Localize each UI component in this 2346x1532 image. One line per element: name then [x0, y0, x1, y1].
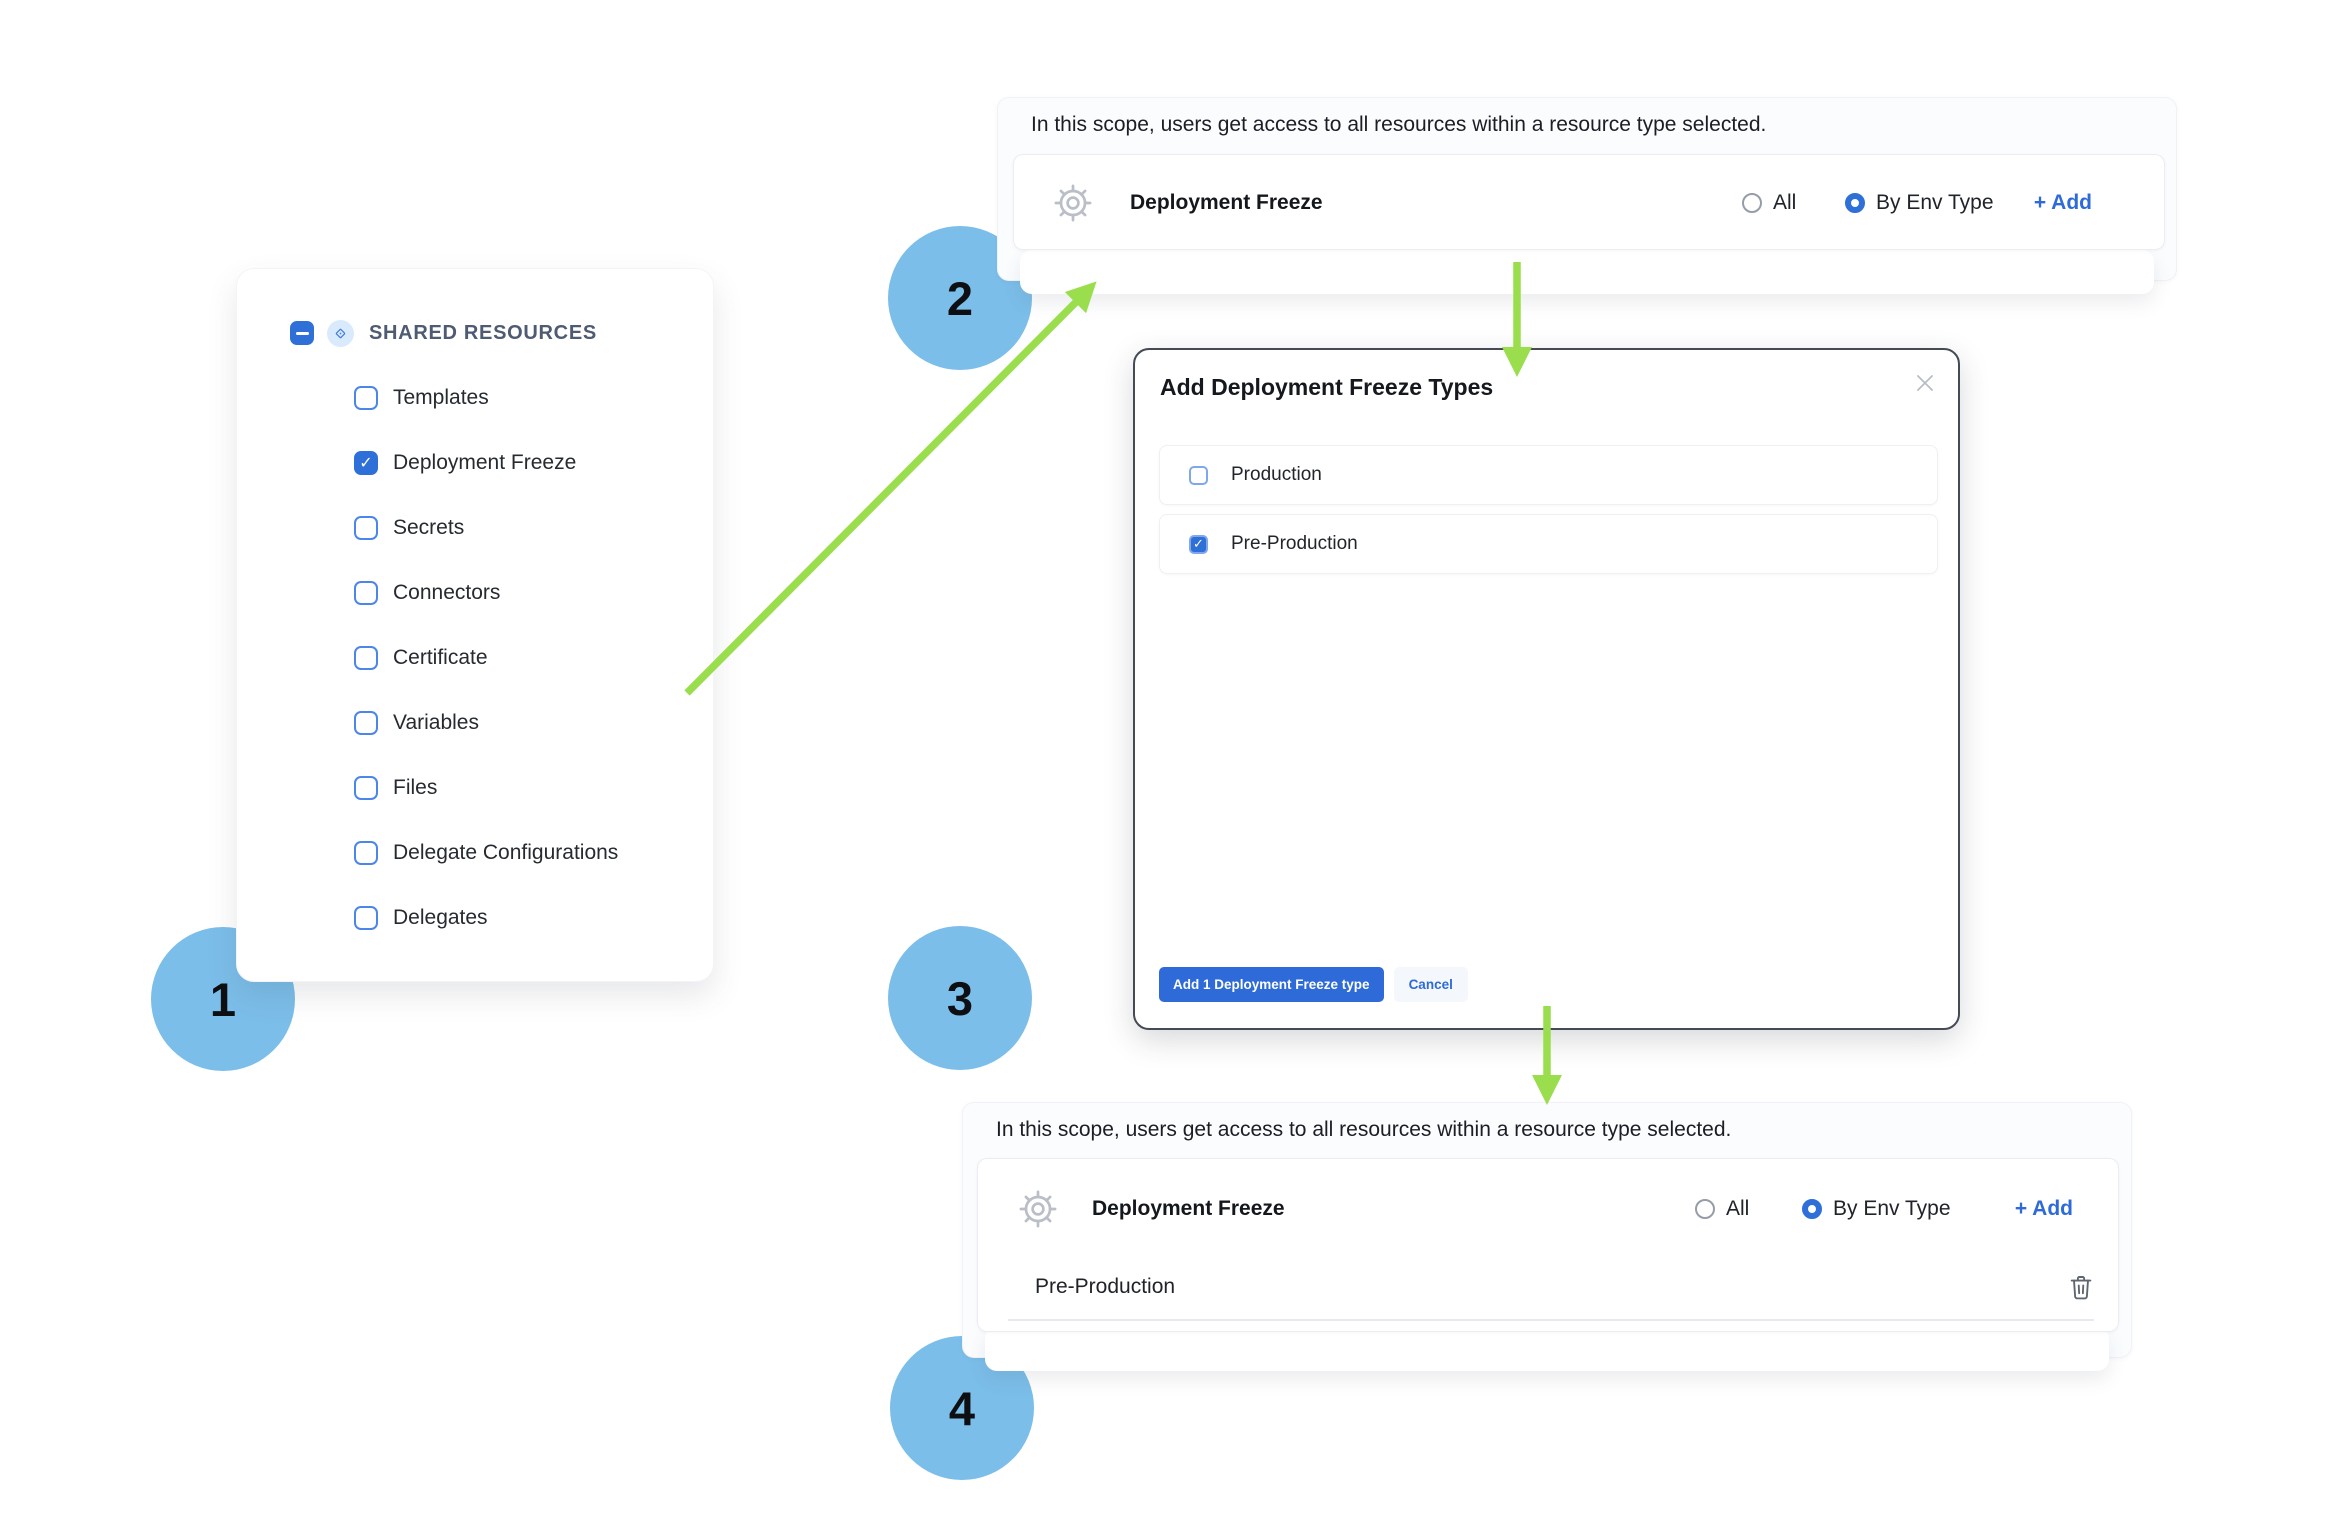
- radio-label: By Env Type: [1833, 1197, 1951, 1220]
- minus-icon: [295, 331, 309, 335]
- radio-label: By Env Type: [1876, 191, 1994, 214]
- resource-item-deployment-freeze[interactable]: ✓ Deployment Freeze: [354, 445, 576, 481]
- freeze-type-label: Production: [1231, 464, 1322, 485]
- checkbox-templates[interactable]: ✓: [354, 386, 378, 410]
- resource-item-connectors[interactable]: ✓ Connectors: [354, 575, 500, 611]
- radio-option-by-env-type[interactable]: By Env Type: [1845, 191, 1994, 215]
- radio-label: All: [1773, 191, 1797, 214]
- radio-option-all[interactable]: All: [1695, 1197, 1749, 1221]
- trash-icon[interactable]: [2066, 1272, 2096, 1302]
- checkbox-certificate[interactable]: ✓: [354, 646, 378, 670]
- shared-resources-indeterminate-checkbox[interactable]: [290, 321, 314, 345]
- selected-type-label: Pre-Production: [1035, 1275, 1176, 1298]
- resource-item-label: Delegates: [393, 906, 488, 929]
- freeze-type-option-pre-production[interactable]: ✓ Pre-Production: [1159, 514, 1938, 574]
- radio-option-all[interactable]: All: [1742, 191, 1796, 215]
- resource-item-label: Deployment Freeze: [393, 451, 577, 474]
- shared-resources-heading: SHARED RESOURCES: [369, 321, 597, 344]
- radio-all[interactable]: [1695, 1199, 1715, 1219]
- resource-item-delegate-configurations[interactable]: ✓ Delegate Configurations: [354, 835, 618, 871]
- modal-title: Add Deployment Freeze Types: [1160, 374, 1494, 400]
- resource-item-label: Delegate Configurations: [393, 841, 619, 864]
- step-badge-4: 4: [890, 1336, 1034, 1480]
- checkbox-connectors[interactable]: ✓: [354, 581, 378, 605]
- add-deployment-freeze-types-modal: Add Deployment Freeze Types ✓ Production…: [1133, 348, 1960, 1030]
- resource-item-label: Templates: [393, 386, 489, 409]
- checkbox-deployment-freeze[interactable]: ✓: [354, 451, 378, 475]
- resource-item-label: Secrets: [393, 516, 465, 539]
- check-icon: ✓: [1193, 536, 1204, 552]
- resource-item-secrets[interactable]: ✓ Secrets: [354, 510, 464, 546]
- checkbox-production[interactable]: ✓: [1189, 465, 1208, 485]
- gear-icon: [1054, 184, 1092, 222]
- add-button[interactable]: + Add: [2033, 191, 2092, 214]
- checkbox-delegate-configurations[interactable]: ✓: [354, 841, 378, 865]
- checkbox-pre-production[interactable]: ✓: [1189, 534, 1208, 554]
- scope-description: In this scope, users get access to all r…: [1031, 113, 1767, 136]
- close-icon[interactable]: [1912, 370, 1938, 396]
- step-number: 4: [948, 1381, 976, 1435]
- scope-panel-bottom: In this scope, users get access to all r…: [962, 1102, 2132, 1371]
- resource-type-card: Deployment Freeze All By Env Type + Add: [1013, 154, 2165, 250]
- radio-by-env-type[interactable]: [1845, 193, 1865, 213]
- radio-all[interactable]: [1742, 193, 1762, 213]
- resource-item-certificate[interactable]: ✓ Certificate: [354, 640, 488, 676]
- checkbox-delegates[interactable]: ✓: [354, 906, 378, 930]
- gear-icon: [1019, 1190, 1057, 1228]
- add-button[interactable]: + Add: [2014, 1197, 2073, 1220]
- checkbox-files[interactable]: ✓: [354, 776, 378, 800]
- resource-item-templates[interactable]: ✓ Templates: [354, 380, 489, 416]
- resource-item-label: Certificate: [393, 646, 488, 669]
- resource-type-label: Deployment Freeze: [1092, 1197, 1285, 1220]
- row-divider: [1008, 1319, 2094, 1321]
- shared-resources-panel: SHARED RESOURCES ✓ Templates ✓ Deploymen…: [236, 268, 714, 982]
- check-icon: ✓: [359, 453, 373, 472]
- freeze-type-label: Pre-Production: [1231, 533, 1358, 554]
- step-badge-3: 3: [888, 926, 1032, 1070]
- resource-item-delegates[interactable]: ✓ Delegates: [354, 900, 488, 936]
- resource-type-row: Deployment Freeze All By Env Type + Add: [1014, 155, 2164, 251]
- diamond-module-icon: [335, 328, 346, 338]
- checkbox-secrets[interactable]: ✓: [354, 516, 378, 540]
- scope-description: In this scope, users get access to all r…: [996, 1118, 1732, 1141]
- arrow-panel1-to-panel2: [684, 281, 1097, 696]
- selected-type-row: Pre-Production: [978, 1269, 2118, 1305]
- freeze-type-option-production[interactable]: ✓ Production: [1159, 445, 1938, 505]
- resource-type-card: Deployment Freeze All By Env Type + Add …: [977, 1158, 2119, 1332]
- radio-by-env-type[interactable]: [1802, 1199, 1822, 1219]
- resource-item-label: Variables: [393, 711, 479, 734]
- radio-label: All: [1726, 1197, 1750, 1220]
- shared-resources-header[interactable]: SHARED RESOURCES: [290, 317, 597, 349]
- shared-resources-module-badge: [327, 319, 354, 347]
- radio-option-by-env-type[interactable]: By Env Type: [1802, 1197, 1951, 1221]
- resource-item-label: Connectors: [393, 581, 501, 604]
- resource-type-label: Deployment Freeze: [1130, 191, 1323, 214]
- step-number: 2: [946, 271, 974, 325]
- cancel-button[interactable]: Cancel: [1393, 967, 1468, 1002]
- resource-item-variables[interactable]: ✓ Variables: [354, 705, 479, 741]
- scope-panel-top: In this scope, users get access to all r…: [997, 97, 2177, 294]
- step-number: 3: [946, 971, 974, 1025]
- resource-type-row: Deployment Freeze All By Env Type + Add: [978, 1159, 2118, 1259]
- modal-footer: Add 1 Deployment Freeze type Cancel: [1159, 967, 1468, 1002]
- step-number: 1: [209, 972, 237, 1026]
- resource-item-files[interactable]: ✓ Files: [354, 770, 437, 806]
- add-freeze-type-submit-button[interactable]: Add 1 Deployment Freeze type: [1159, 967, 1384, 1002]
- resource-item-label: Files: [393, 776, 438, 799]
- checkbox-variables[interactable]: ✓: [354, 711, 378, 735]
